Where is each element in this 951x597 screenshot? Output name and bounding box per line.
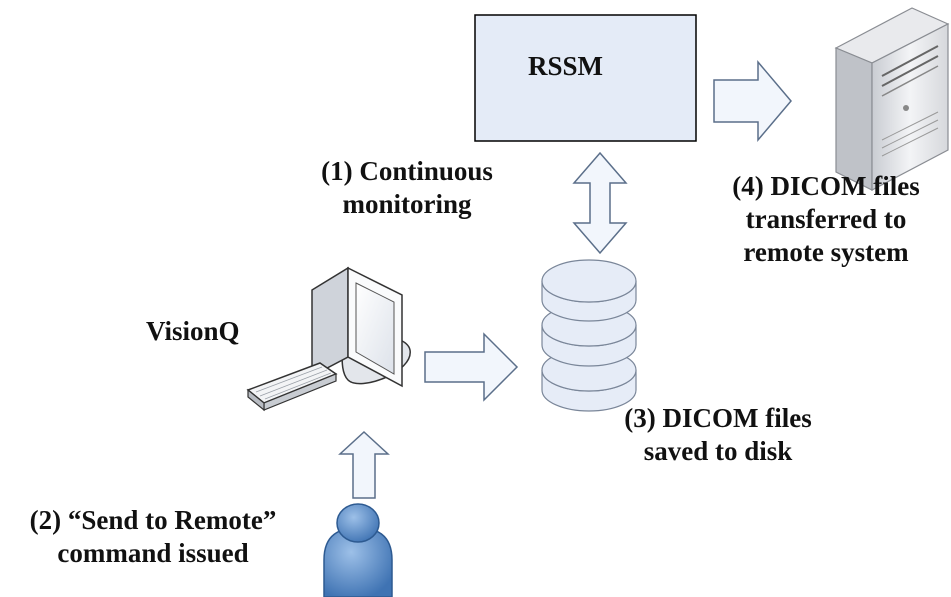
step4-label: (4) DICOM files transferred to remote sy… (732, 171, 920, 267)
keyboard-icon (246, 362, 338, 412)
arrow-up-icon (338, 430, 390, 499)
double-arrow-icon (572, 151, 628, 255)
user-icon (323, 503, 393, 597)
computer-monitor-icon (311, 266, 411, 388)
arrow-right-icon (713, 59, 792, 143)
rssm-box (474, 14, 697, 142)
visionq-label: VisionQ (146, 316, 240, 346)
step1-label: (1) Continuous monitoring (321, 156, 493, 219)
rssm-label: RSSM (528, 51, 604, 81)
step3-label: (3) DICOM files saved to disk (624, 403, 812, 466)
step2-label: (2) “Send to Remote” command issued (29, 505, 277, 568)
server-tower-icon (834, 7, 950, 191)
arrow-right-icon (424, 332, 519, 402)
disk-stack-icon (541, 259, 637, 412)
